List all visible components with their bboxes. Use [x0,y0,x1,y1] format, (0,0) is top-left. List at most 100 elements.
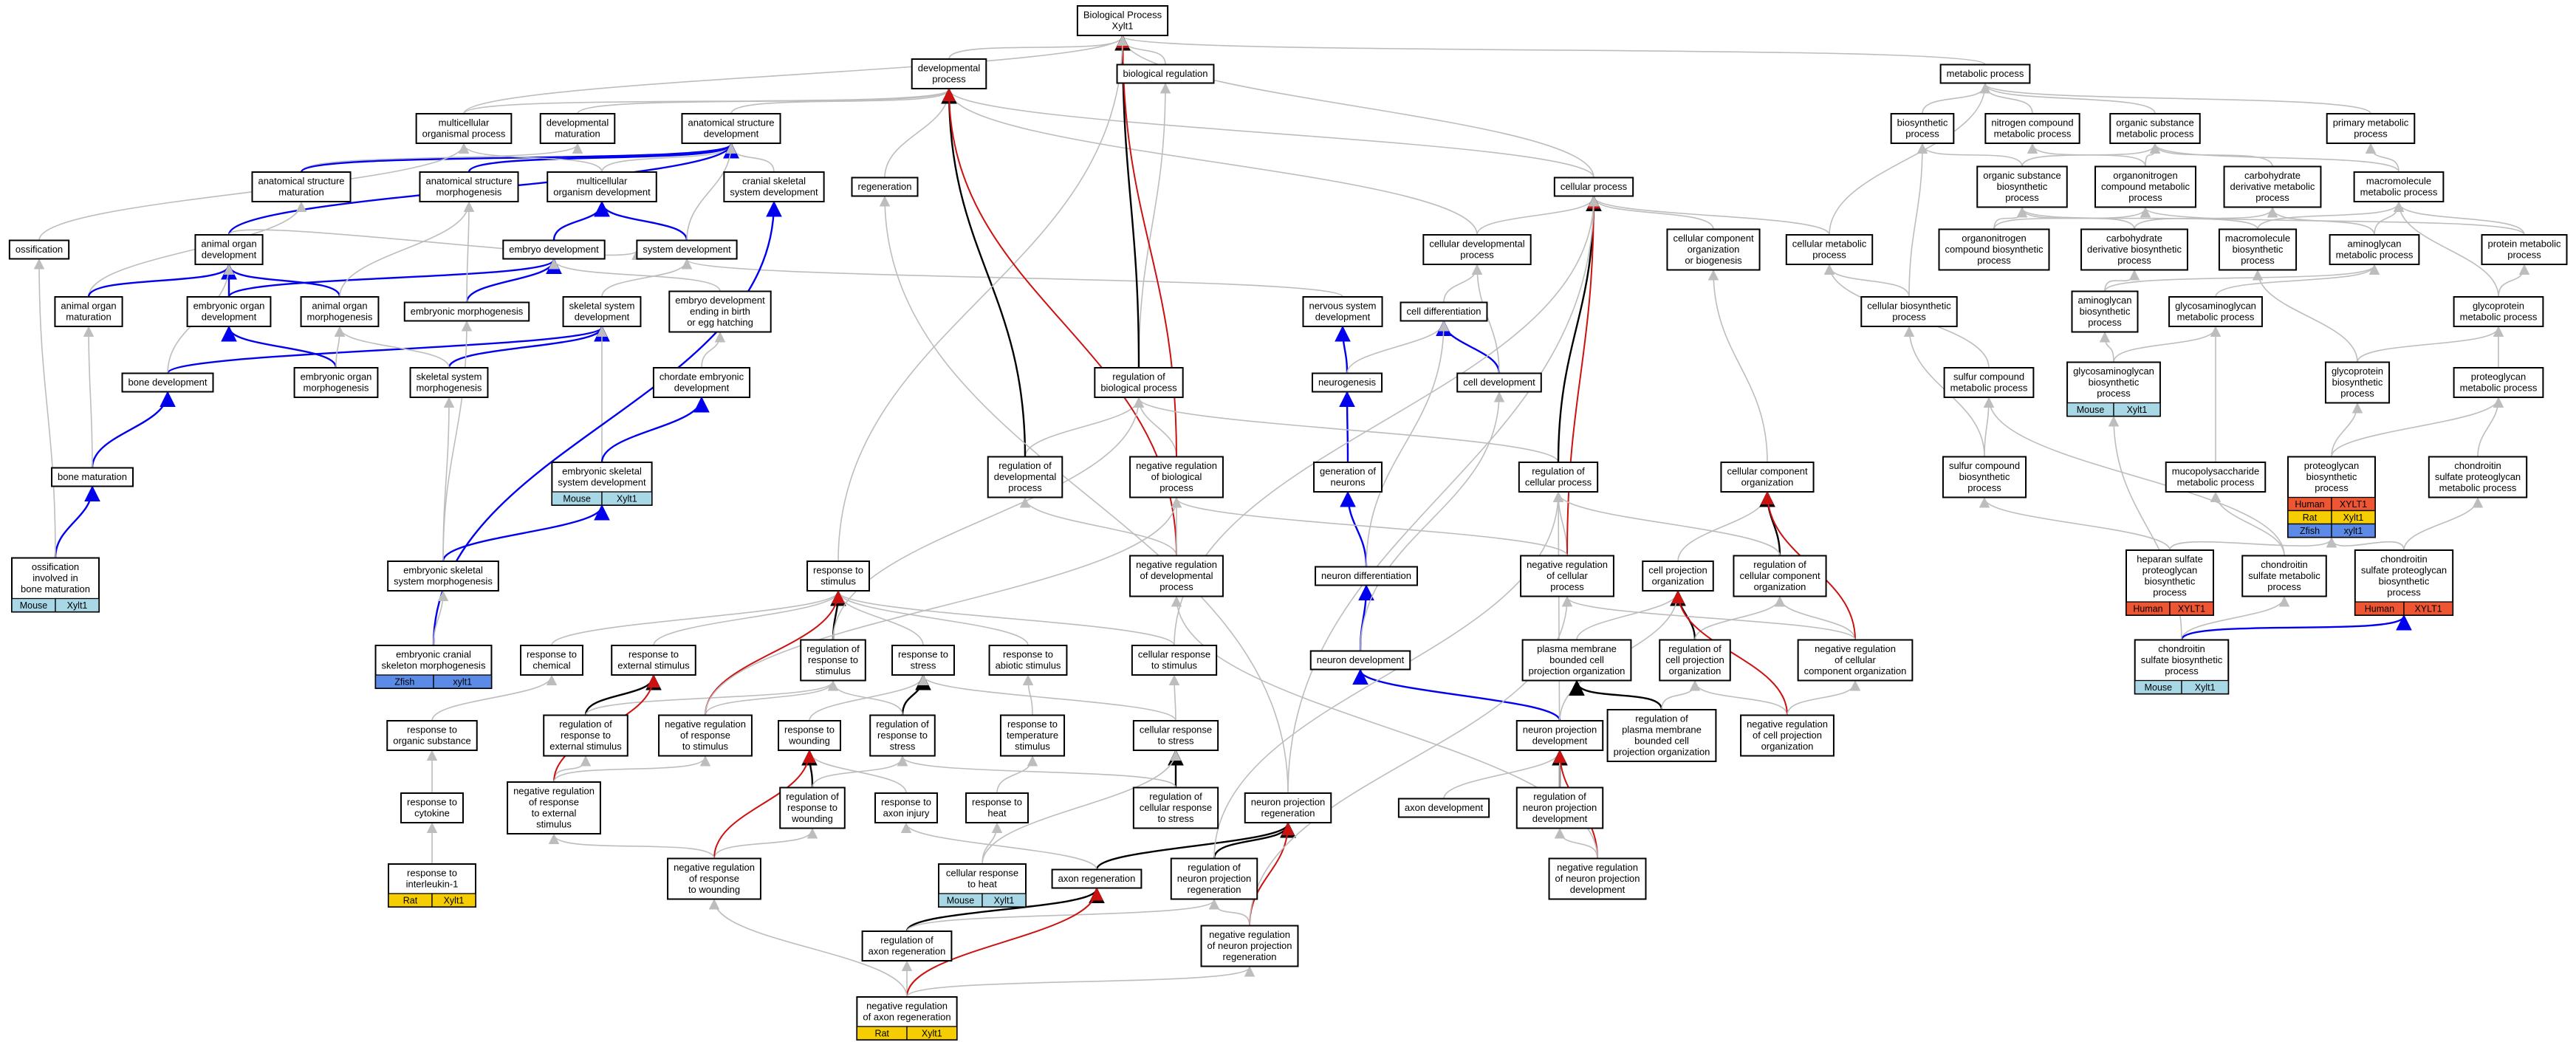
go-term-axonregen[interactable]: axon regeneration [1051,868,1143,889]
go-term-axondev[interactable]: axon development [1397,798,1490,818]
go-term-celldev[interactable]: cell development [1456,372,1542,393]
go-term-gagbp[interactable]: glycosaminoglycanbiosyntheticprocessMous… [2066,361,2161,417]
go-term-bioreg[interactable]: biological regulation [1116,64,1215,84]
go-term-neurdiff[interactable]: neuron differentiation [1315,566,1418,586]
go-term-bonedev[interactable]: bone development [121,372,214,393]
go-term-hspgbp[interactable]: heparan sulfateproteoglycanbiosyntheticp… [2125,549,2214,616]
go-term-celldiff[interactable]: cell differentiation [1400,301,1488,322]
go-term-embdev[interactable]: embryo development [502,239,606,260]
go-term-bonemat[interactable]: bone maturation [51,467,134,487]
go-term-embmorph[interactable]: embryonic morphogenesis [403,301,530,322]
go-term-metab[interactable]: metabolic process [1939,64,2031,84]
go-term-neurondev[interactable]: neuron development [1309,650,1411,671]
go-term-cellproc[interactable]: cellular process [1553,176,1634,197]
